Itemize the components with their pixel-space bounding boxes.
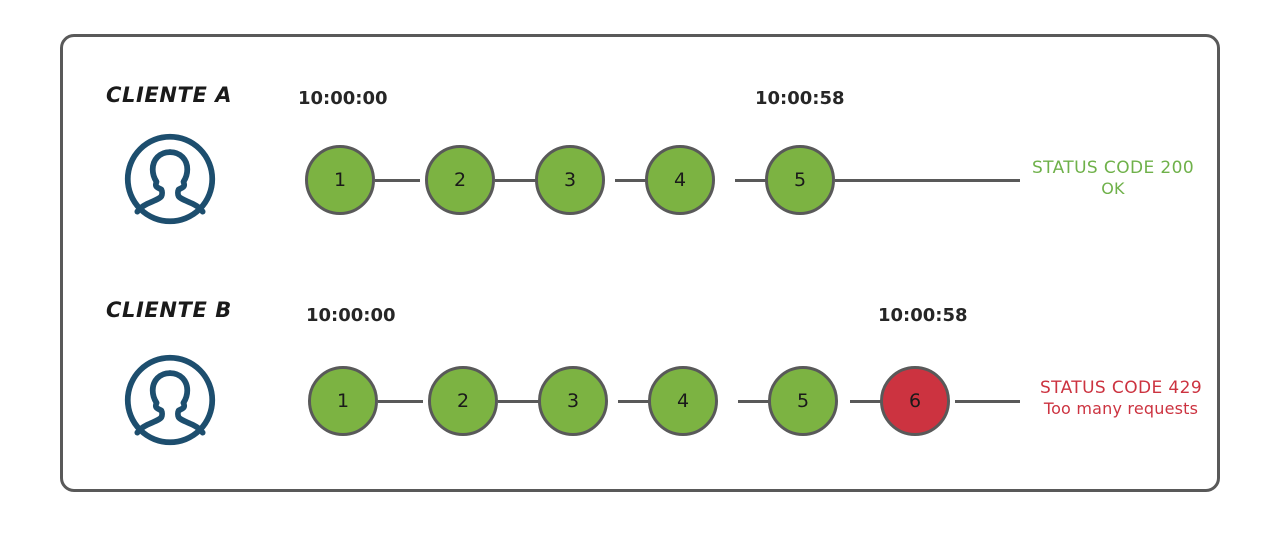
request-node-error[interactable]: 6 bbox=[880, 366, 950, 436]
user-avatar-icon-b bbox=[122, 352, 218, 448]
connector bbox=[378, 400, 423, 403]
request-node[interactable]: 2 bbox=[428, 366, 498, 436]
request-node[interactable]: 1 bbox=[308, 366, 378, 436]
request-node[interactable]: 5 bbox=[765, 145, 835, 215]
request-node[interactable]: 5 bbox=[768, 366, 838, 436]
connector bbox=[615, 179, 660, 182]
request-node[interactable]: 4 bbox=[645, 145, 715, 215]
connector bbox=[495, 179, 540, 182]
status-code-line: STATUS CODE 429 bbox=[1039, 378, 1203, 398]
chain-tail-a bbox=[835, 179, 1020, 182]
request-node[interactable]: 4 bbox=[648, 366, 718, 436]
connector bbox=[375, 179, 420, 182]
request-node[interactable]: 1 bbox=[305, 145, 375, 215]
connector bbox=[738, 400, 783, 403]
request-node[interactable]: 3 bbox=[538, 366, 608, 436]
connector bbox=[618, 400, 663, 403]
diagram-frame bbox=[60, 34, 1220, 492]
connector bbox=[498, 400, 543, 403]
connector bbox=[850, 400, 890, 403]
request-node[interactable]: 2 bbox=[425, 145, 495, 215]
client-label-a: CLIENTE A bbox=[106, 83, 233, 107]
end-timestamp-a: 10:00:58 bbox=[755, 88, 845, 109]
status-code-line: STATUS CODE 200 bbox=[1031, 158, 1195, 178]
status-badge-a: STATUS CODE 200 OK bbox=[1028, 158, 1198, 198]
status-badge-b: STATUS CODE 429 Too many requests bbox=[1028, 378, 1214, 418]
client-label-b: CLIENTE B bbox=[106, 298, 232, 322]
status-message-line: OK bbox=[1101, 178, 1125, 198]
start-timestamp-b: 10:00:00 bbox=[306, 305, 396, 326]
request-node[interactable]: 3 bbox=[535, 145, 605, 215]
status-message-line: Too many requests bbox=[1043, 398, 1199, 418]
user-avatar-icon-a bbox=[122, 131, 218, 227]
chain-tail-b bbox=[955, 400, 1020, 403]
connector bbox=[735, 179, 780, 182]
end-timestamp-b: 10:00:58 bbox=[878, 305, 968, 326]
start-timestamp-a: 10:00:00 bbox=[298, 88, 388, 109]
